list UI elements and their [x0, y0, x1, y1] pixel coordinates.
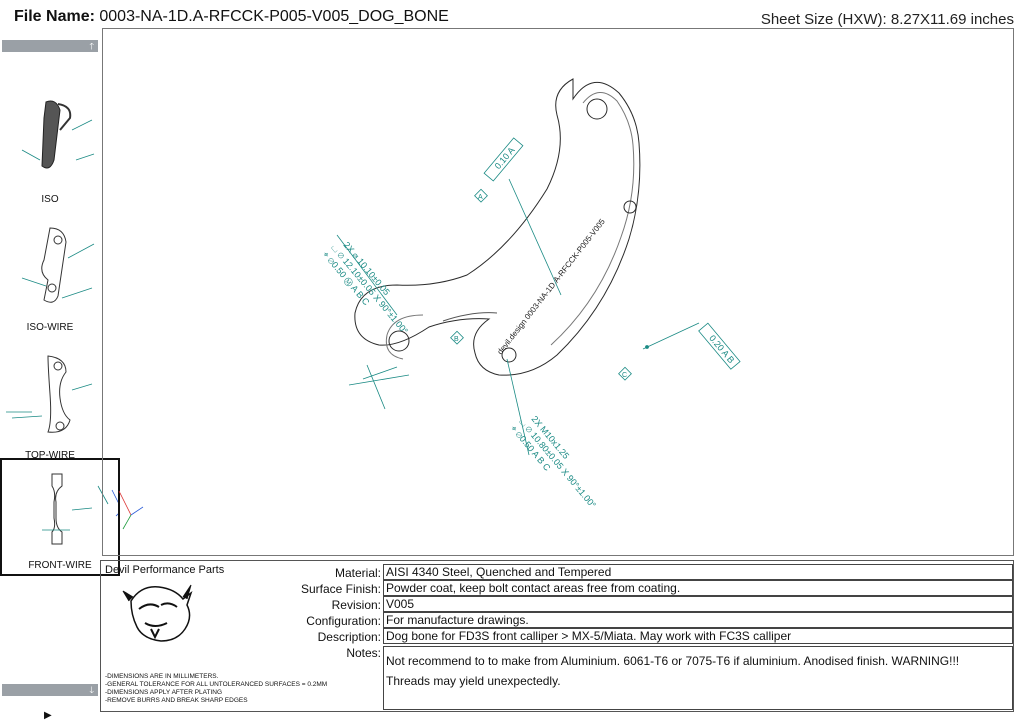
arrow-up-icon: 🡑 [89, 41, 94, 51]
configuration-label: Configuration: [306, 614, 381, 628]
header: File Name: 0003-NA-1D.A-RFCCK-P005-V005_… [0, 0, 1024, 36]
view-sidebar: 🡑 ISO ISO-WIRE TOP-WIRE [0, 38, 120, 722]
configuration-value: For manufacture drawings. [383, 612, 1013, 628]
front-wire-view-image [42, 473, 118, 545]
general-notes: -DIMENSIONS ARE IN MILLIMETERS. -GENERAL… [105, 673, 327, 705]
part-engraving: devil.design 0003-NA-1D.A-RFCCK-P005-V00… [495, 217, 607, 356]
view-label: TOP-WIRE [25, 450, 75, 461]
view-thumb-iso-wire[interactable]: ISO-WIRE [2, 218, 98, 342]
surface-finish-value: Powder coat, keep bolt contact areas fre… [383, 580, 1013, 596]
scroll-up-button[interactable]: 🡑 [2, 40, 98, 52]
file-name: File Name: 0003-NA-1D.A-RFCCK-P005-V005_… [14, 8, 449, 26]
thread-callout-line2: ⌴ ⌀ 10.80±0.05 X 90°±1.00° [517, 416, 598, 510]
notes-line: Threads may yield unexpectedly. [386, 674, 561, 688]
revision-value: V005 [383, 596, 1013, 612]
arrow-down-icon: 🡓 [89, 685, 94, 695]
view-thumb-iso[interactable]: ISO [2, 90, 98, 214]
sheet-size: Sheet Size (HXW): 8.27X11.69 inches [760, 11, 1014, 28]
file-name-value: 0003-NA-1D.A-RFCCK-P005-V005_DOG_BONE [99, 8, 449, 25]
revision-label: Revision: [331, 598, 381, 612]
view-thumb-top-wire[interactable]: TOP-WIRE [2, 346, 98, 470]
drawing-viewport[interactable]: devil.design 0003-NA-1D.A-RFCCK-P005-V00… [102, 28, 1014, 556]
drawing-canvas: devil.design 0003-NA-1D.A-RFCCK-P005-V00… [118, 78, 741, 530]
general-note: -GENERAL TOLERANCE FOR ALL UNTOLERANCED … [105, 681, 328, 688]
view-label: ISO-WIRE [26, 322, 74, 333]
iso-wire-view-image [21, 227, 95, 303]
view-label: ISO [41, 194, 59, 205]
datum-b-label: B [454, 336, 459, 343]
general-note: -DIMENSIONS ARE IN MILLIMETERS. [105, 673, 219, 680]
coordinate-triad [118, 490, 144, 530]
dog-bone-part [354, 78, 641, 376]
title-block: Devil Performance Parts -DIMENSIONS ARE … [100, 560, 1014, 712]
annotations [336, 178, 700, 456]
scroll-down-button[interactable]: 🡓 [2, 684, 98, 696]
play-icon[interactable]: ▶ [44, 710, 52, 721]
description-label: Description: [317, 630, 381, 644]
material-value: AISI 4340 Steel, Quenched and Tempered [383, 564, 1013, 580]
view-label: FRONT-WIRE [28, 560, 92, 571]
general-note: -REMOVE BURRS AND BREAK SHARP EDGES [105, 697, 248, 704]
devil-logo [122, 584, 193, 642]
view-thumb-front-wire[interactable]: FRONT-WIRE [0, 458, 120, 576]
surface-finish-label: Surface Finish: [300, 582, 381, 596]
datum-c-label: C [622, 372, 627, 379]
iso-view-image [21, 100, 95, 169]
notes-label: Notes: [346, 646, 381, 660]
notes-value: Not recommend to to make from Aluminium.… [383, 646, 1013, 710]
top-wire-view-image [6, 355, 93, 433]
hole-callout-line2: ⌴ ⌀ 12.10±0.05 X 90°±1.00° [329, 242, 410, 336]
file-name-label: File Name: [14, 8, 95, 25]
general-note: -DIMENSIONS APPLY AFTER PLATING [105, 689, 223, 696]
datum-a-label: A [478, 194, 483, 201]
material-label: Material: [334, 566, 381, 580]
notes-line: Not recommend to to make from Aluminium.… [386, 654, 960, 668]
profile-callout: 0.20 A B [707, 333, 736, 365]
description-value: Dog bone for FD3S front calliper > MX-5/… [383, 628, 1013, 644]
company-name: Devil Performance Parts [105, 564, 225, 576]
